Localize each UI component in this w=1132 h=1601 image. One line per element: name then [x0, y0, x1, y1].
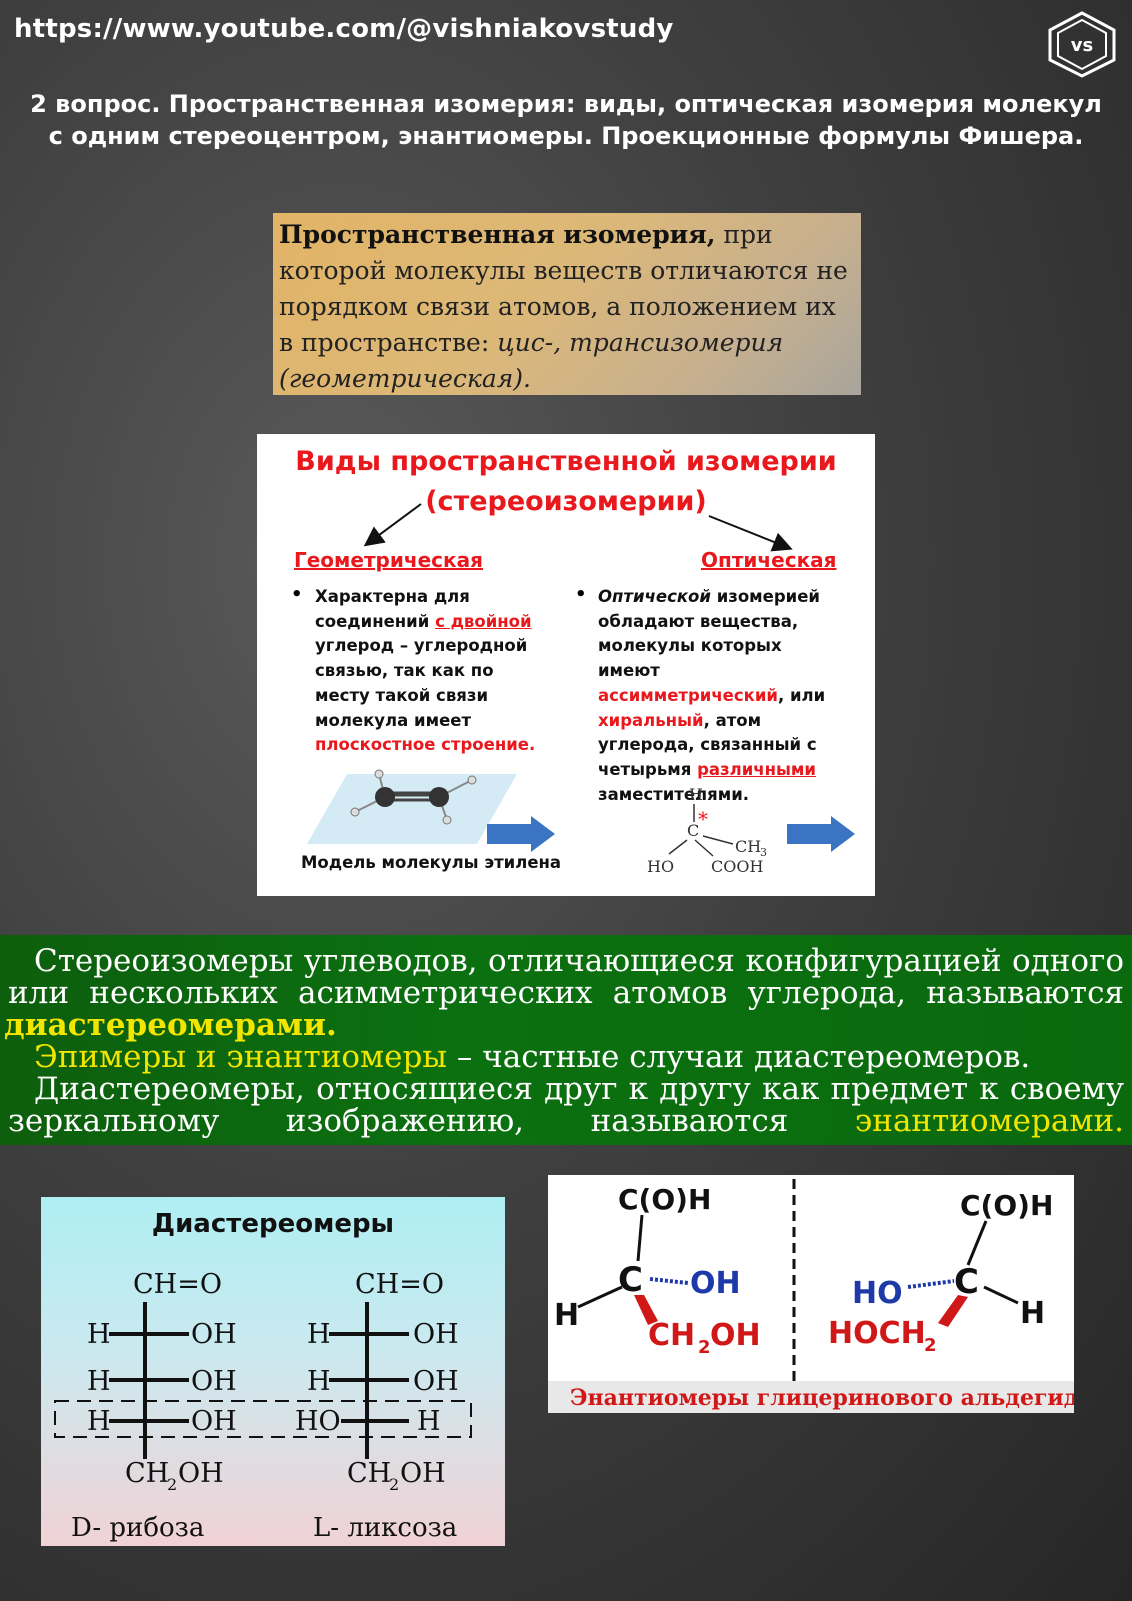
channel-url[interactable]: https://www.youtube.com/@vishniakovstudy	[14, 14, 674, 44]
svg-text:HO: HO	[852, 1276, 903, 1311]
svg-text:OH: OH	[191, 1319, 237, 1350]
diastereomers-definition-block: Стереоизомеры углеводов, отличающиеся ко…	[0, 935, 1132, 1145]
svg-text:vs: vs	[1071, 35, 1093, 56]
svg-text:CH=O: CH=O	[355, 1269, 444, 1300]
chiral-molecule-icon: H C * CH 3 HO COOH	[647, 785, 767, 876]
svg-text:OH: OH	[191, 1406, 237, 1437]
svg-text:HOCH: HOCH	[828, 1316, 926, 1351]
optical-heading: Оптическая	[701, 548, 837, 572]
green-line-1: Стереоизомеры углеводов, отличающиеся ко…	[34, 943, 1124, 979]
svg-text:3: 3	[760, 846, 767, 859]
svg-text:OH: OH	[710, 1318, 761, 1353]
geometric-heading: Геометрическая	[294, 548, 483, 572]
green-line-5: Диастереомеры, относящиеся друг к другу …	[34, 1071, 1124, 1107]
geometric-text: Характерна для соединений с двойной угле…	[315, 587, 536, 755]
svg-text:2: 2	[924, 1335, 937, 1356]
svg-text:C: C	[618, 1260, 643, 1300]
diastereomers-title: Диастереомеры	[151, 1209, 395, 1239]
svg-text:CH: CH	[648, 1318, 695, 1353]
ethylene-model-icon	[307, 769, 517, 844]
svg-text:H: H	[689, 785, 703, 804]
definition-box: Пространственная изомерия, при которой м…	[273, 213, 861, 395]
svg-text:C(O)H: C(O)H	[960, 1189, 1053, 1222]
svg-text:*: *	[698, 807, 708, 831]
vs-logo-icon: vs	[1048, 11, 1116, 78]
blue-arrow-icon	[787, 816, 855, 852]
definition-italic: цис-, трансизомерия (геометрическая).	[279, 328, 784, 393]
bullet-icon: •	[575, 584, 587, 605]
svg-text:C: C	[687, 821, 699, 840]
svg-text:D- рибоза: D- рибоза	[71, 1513, 204, 1543]
svg-text:CH: CH	[125, 1458, 169, 1489]
ethylene-caption: Модель молекулы этилена	[301, 853, 562, 872]
green-line-2: или нескольких асимметрических атомов уг…	[8, 975, 1124, 1011]
svg-text:H: H	[87, 1406, 111, 1437]
svg-text:OH: OH	[413, 1319, 459, 1350]
svg-text:H: H	[87, 1366, 111, 1397]
svg-text:HO: HO	[295, 1406, 341, 1437]
svg-text:H: H	[307, 1366, 331, 1397]
definition-term: Пространственная изомерия,	[279, 220, 716, 249]
arrow-left-icon	[363, 503, 422, 547]
stereoisomerism-types-slide: Виды пространственной изомерии (стереоиз…	[257, 434, 875, 896]
svg-text:OH: OH	[178, 1458, 224, 1489]
svg-text:L- ликсоза: L- ликсоза	[313, 1513, 457, 1543]
green-line-3: диастереомерами.	[4, 1007, 337, 1043]
green-line-4: Эпимеры и энантиомеры – частные случаи д…	[34, 1039, 1031, 1075]
fischer-projections-icon: CH=O H OH H OH H OH CH 2 OH CH=O H OH H …	[54, 1269, 472, 1543]
svg-text:COOH: COOH	[711, 857, 763, 876]
svg-text:CH=O: CH=O	[133, 1269, 222, 1300]
svg-text:H: H	[417, 1406, 441, 1437]
svg-text:2: 2	[167, 1475, 177, 1494]
definition-text: при которой молекулы веществ отличаются …	[279, 220, 848, 357]
svg-text:H: H	[1020, 1296, 1045, 1331]
svg-text:C(O)H: C(O)H	[618, 1183, 711, 1216]
svg-text:OH: OH	[690, 1266, 741, 1301]
svg-text:2: 2	[389, 1475, 399, 1494]
glyceraldehyde-enantiomers-figure: C(O)H C OH H CH 2 OH C(O)H C HO H HOCH 2…	[548, 1175, 1074, 1413]
svg-text:H: H	[87, 1319, 111, 1350]
svg-text:H: H	[554, 1298, 579, 1333]
svg-text:H: H	[307, 1319, 331, 1350]
svg-text:CH: CH	[347, 1458, 391, 1489]
optical-text: Оптической изомерией обладают вещества, …	[598, 587, 826, 804]
svg-text:2: 2	[698, 1337, 711, 1358]
svg-text:OH: OH	[413, 1366, 459, 1397]
svg-text:Энантиомеры глицеринового альд: Энантиомеры глицеринового альдегида	[570, 1385, 1074, 1411]
slide-title-line1: Виды пространственной изомерии	[295, 446, 837, 477]
bullet-icon: •	[291, 584, 303, 605]
arrow-right-icon	[708, 515, 793, 552]
page-title: 2 вопрос. Пространственная изомерия: вид…	[30, 90, 1102, 150]
branch-arrows	[363, 503, 793, 552]
svg-text:CH: CH	[735, 837, 761, 856]
diastereomers-figure: Диастереомеры CH=O H OH H OH H OH CH 2 O…	[41, 1197, 505, 1546]
svg-text:OH: OH	[400, 1458, 446, 1489]
enantiomers-structures-icon: C(O)H C OH H CH 2 OH C(O)H C HO H HOCH 2…	[548, 1179, 1074, 1413]
slide-title-line2: (стереоизомерии)	[425, 486, 707, 517]
svg-text:HO: HO	[647, 857, 674, 876]
blue-arrow-icon	[487, 816, 555, 852]
svg-text:OH: OH	[191, 1366, 237, 1397]
